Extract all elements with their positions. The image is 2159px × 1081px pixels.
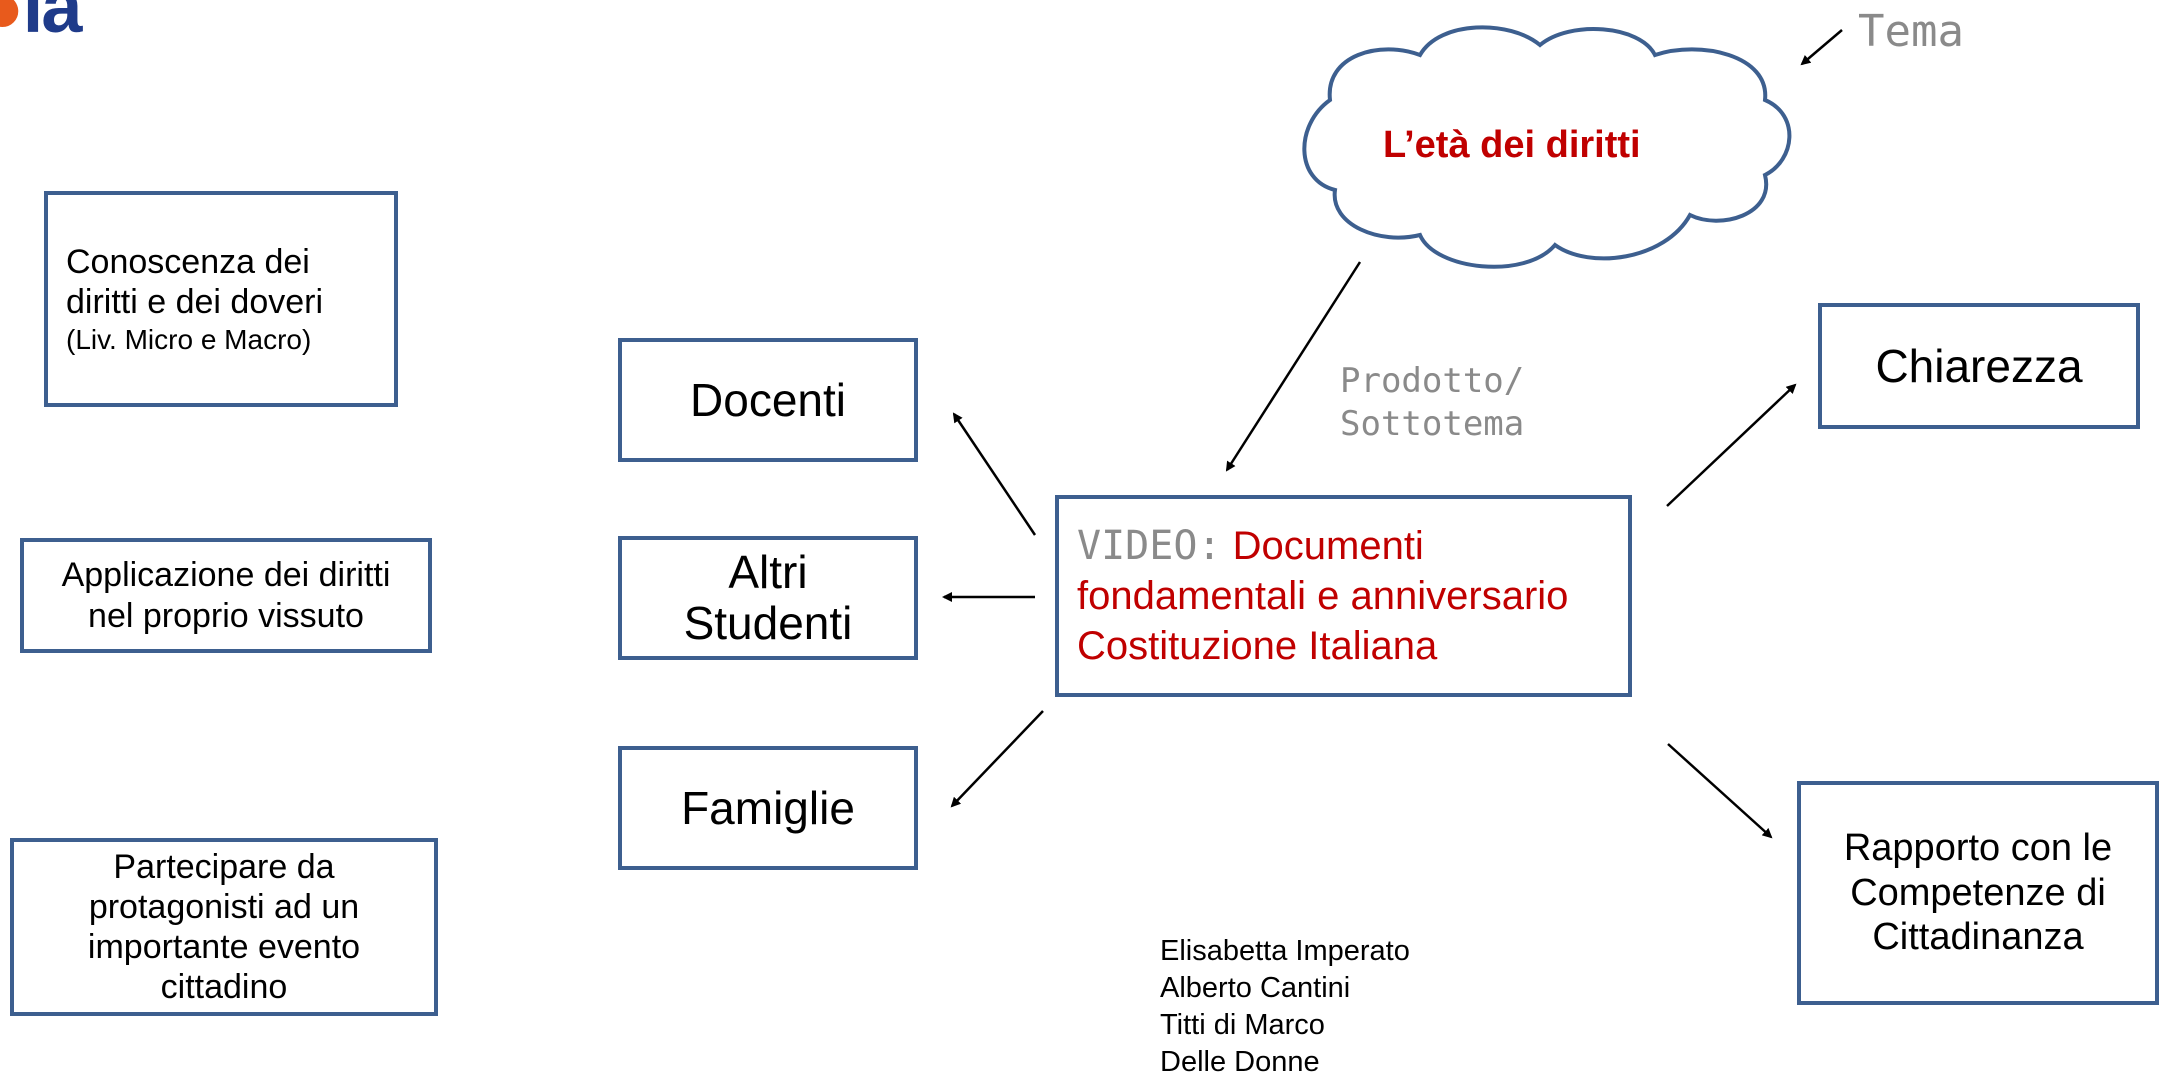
author-1: Elisabetta Imperato [1160,935,1410,967]
famiglie-label: Famiglie [681,781,855,834]
arrow-video-to-docenti [952,412,1037,536]
video-line2: fondamentali e anniversario [1077,574,1569,618]
logo-text: la [22,0,83,48]
docenti-label: Docenti [690,373,846,426]
rapporto-line3: Cittadinanza [1872,916,2084,959]
theme-cloud-shape [1302,25,1792,269]
partecipare-line2: protagonisti ad un [88,887,360,926]
prodotto-annotation: Prodotto/ Sottotema [1340,360,1524,445]
prodotto-line1: Prodotto/ [1340,361,1525,401]
applicazione-line2: nel proprio vissuto [88,596,364,635]
authors-list: Elisabetta Imperato Alberto Cantini Titt… [1160,933,1410,1081]
chiarezza-label: Chiarezza [1875,339,2083,392]
altri-line1: Altri [728,546,808,599]
video-line3: Costituzione Italiana [1077,624,1438,668]
conoscenza-line2: diritti e dei doveri [66,283,324,322]
rapporto-line1: Rapporto con le [1843,826,2113,869]
conoscenza-line1: Conoscenza dei [66,243,310,282]
author-3: Titti di Marco [1160,1009,1325,1041]
arrow-video-to-chiarezza [1666,383,1797,507]
box-rapporto: Rapporto con le Competenze di Cittadinan… [1797,781,2159,1005]
author-2: Alberto Cantini [1160,972,1351,1004]
arrow-video-to-famiglie [950,710,1044,808]
box-partecipare: Partecipare da protagonisti ad un import… [10,838,438,1016]
box-chiarezza: Chiarezza [1818,303,2140,429]
logo-dot: ● [0,0,25,48]
theme-label: L’età dei diritti [1383,124,1641,166]
box-famiglie: Famiglie [618,746,918,870]
prodotto-line2: Sottotema [1340,403,1525,444]
box-video: VIDEO: Documenti fondamentali e annivers… [1055,495,1632,697]
arrow-cloud-to-video [1225,261,1362,472]
arrow-video-to-rapporto [1667,743,1773,839]
video-prefix: VIDEO: [1077,523,1222,569]
partecipare-line4: cittadino [160,968,288,1007]
altri-line2: Studenti [683,597,853,649]
applicazione-line1: Applicazione dei diritti [61,556,391,595]
tema-annotation: Tema [1858,6,1964,57]
conoscenza-note: (Liv. Micro e Macro) [66,323,312,355]
box-conoscenza: Conoscenza dei diritti e dei doveri (Liv… [44,191,398,407]
logo: ●la [0,0,83,49]
box-docenti: Docenti [618,338,918,462]
arrow-tema-to-cloud [1800,29,1843,66]
partecipare-line1: Partecipare da [113,847,335,886]
video-line1: Documenti [1232,524,1424,568]
box-altri-studenti: Altri Studenti [618,536,918,660]
partecipare-line3: importante evento [87,928,361,966]
box-applicazione: Applicazione dei diritti nel proprio vis… [20,538,432,653]
rapporto-line2: Competenze di [1850,871,2106,914]
author-4: Delle Donne [1160,1046,1320,1078]
